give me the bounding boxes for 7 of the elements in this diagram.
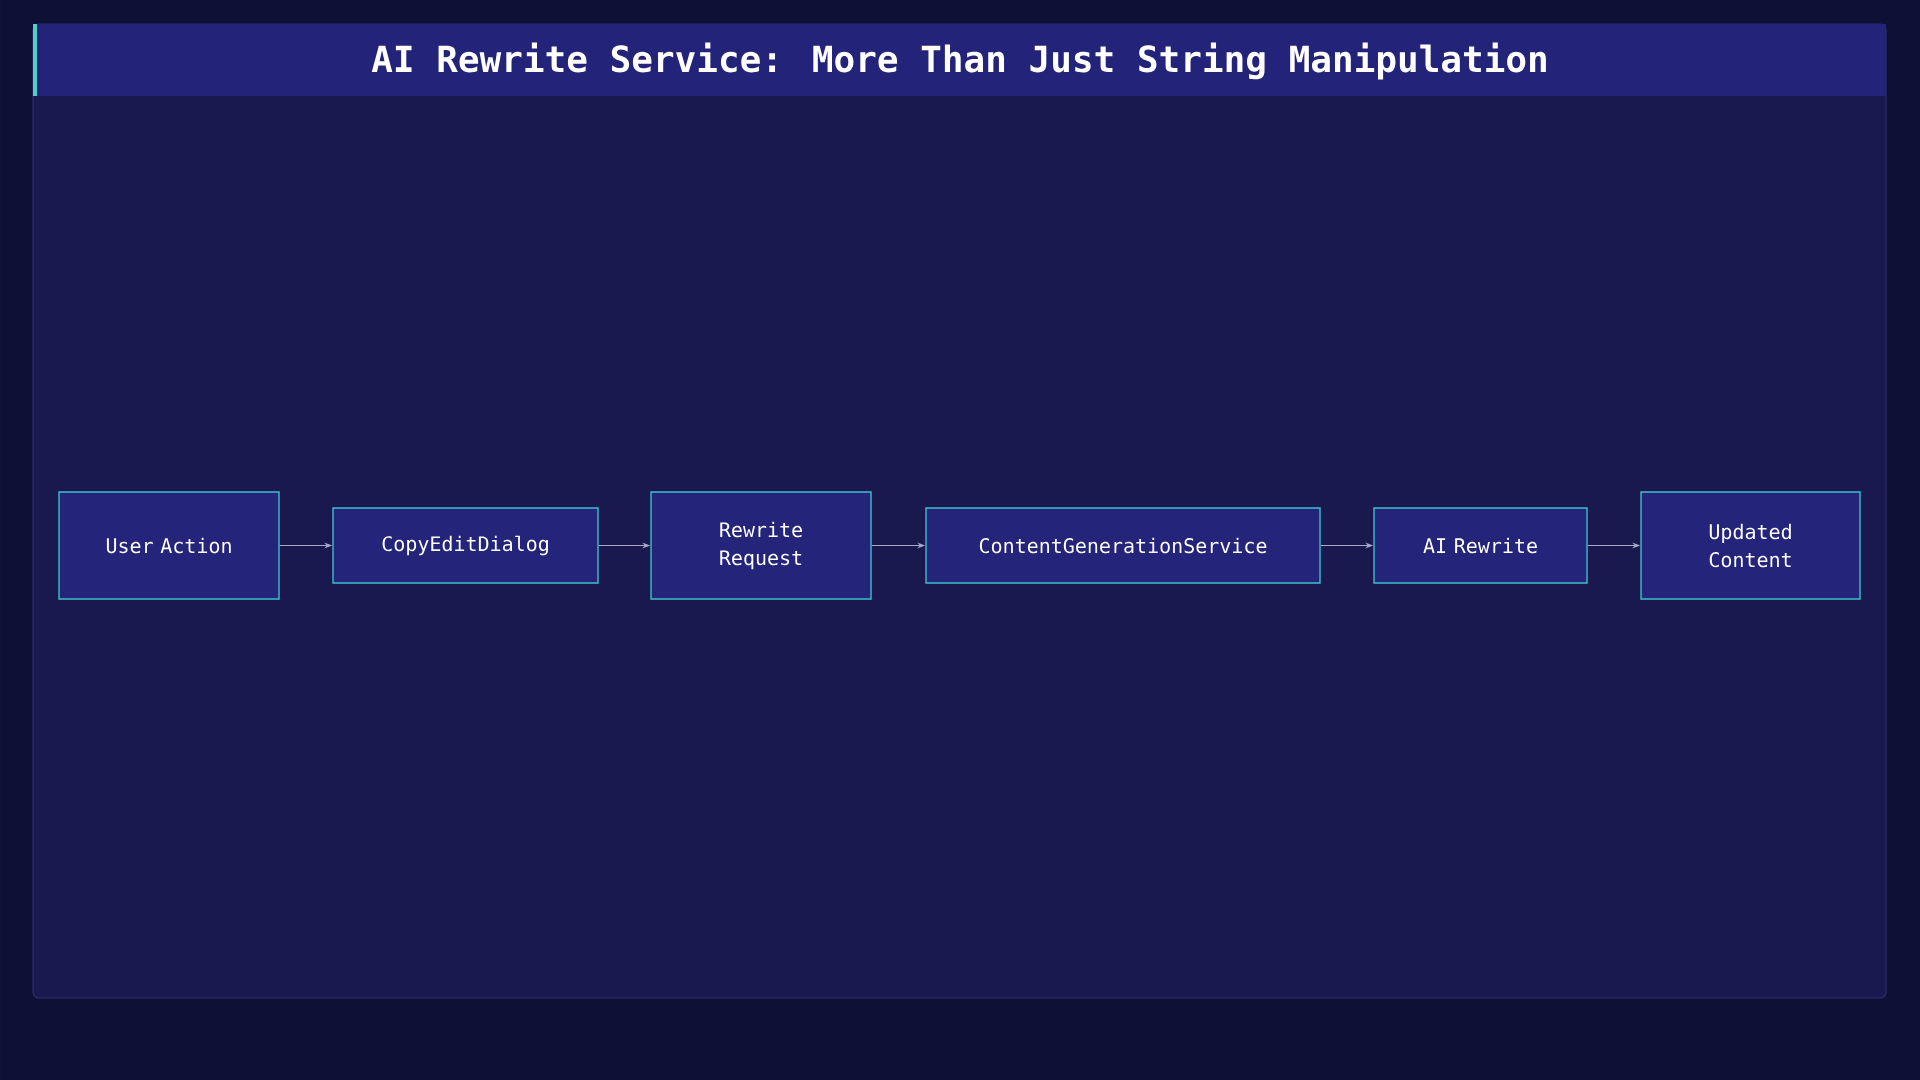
process-box: ContentGenerationService xyxy=(925,507,1321,584)
process-box: User Action xyxy=(58,491,280,600)
process-box: AI Rewrite xyxy=(1373,507,1588,584)
process-box: Rewrite Request xyxy=(650,491,872,600)
title-bar: AI Rewrite Service: More Than Just String Manipulation xyxy=(33,24,1886,96)
process-box: Updated Content xyxy=(1640,491,1861,600)
process-box: CopyEditDialog xyxy=(332,507,599,584)
